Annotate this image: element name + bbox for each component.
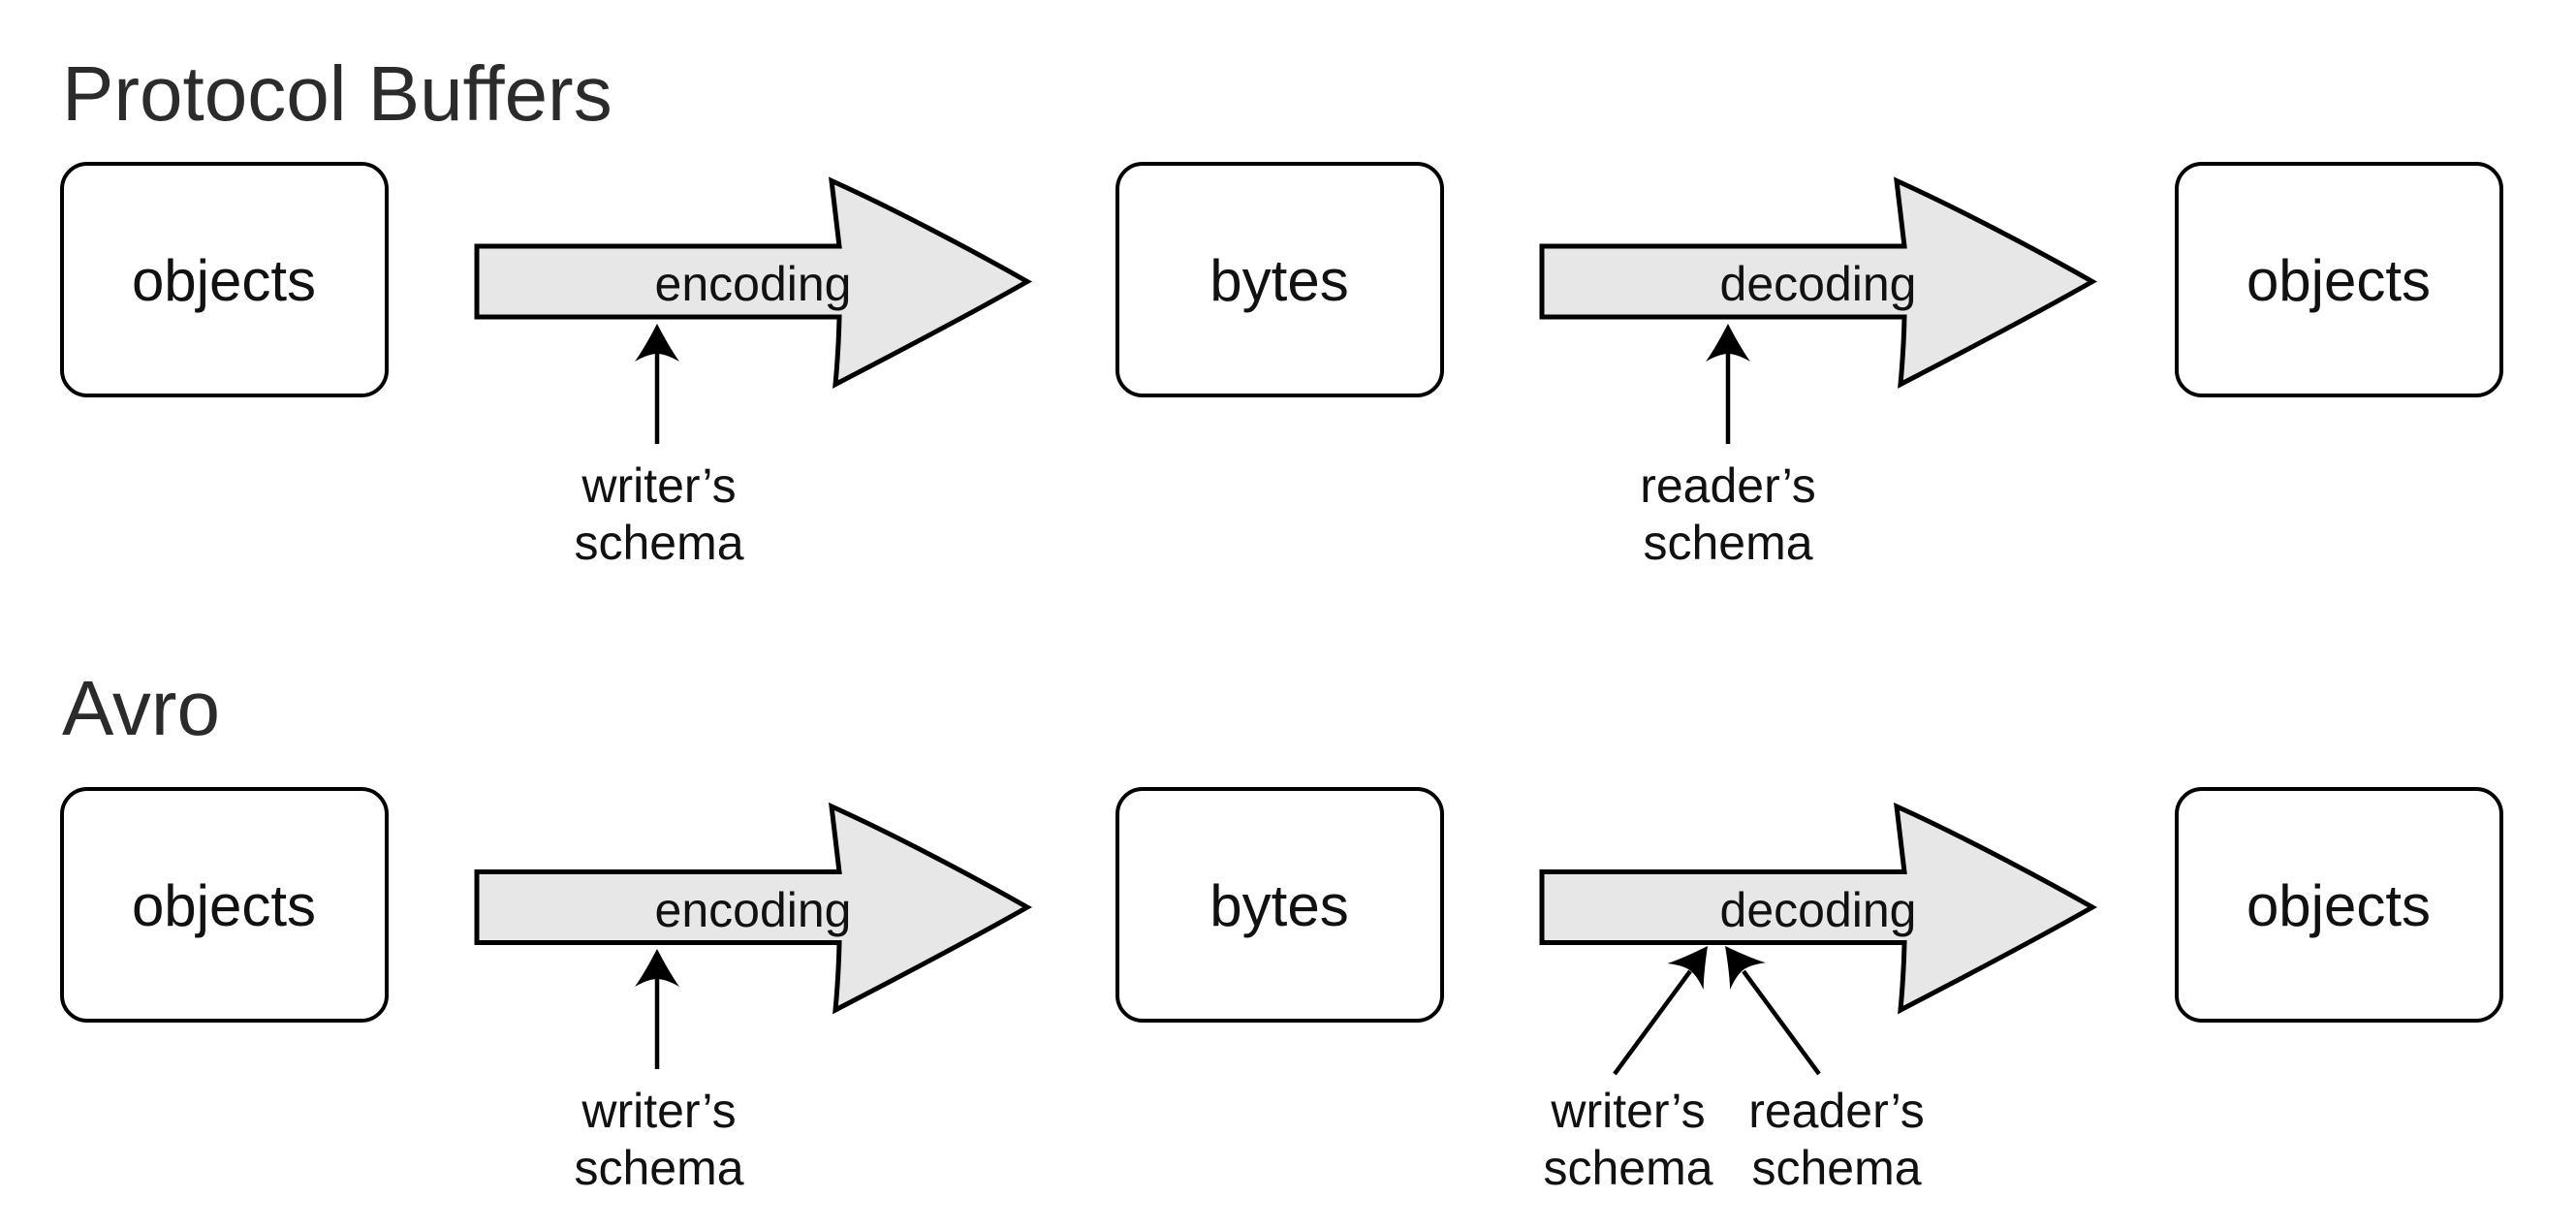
node-label: objects — [132, 873, 316, 938]
node-label: bytes — [1209, 248, 1348, 313]
node-label: objects — [2246, 248, 2431, 313]
node-label: bytes — [1209, 873, 1348, 938]
flow-arrow-encoding: encoding — [477, 806, 1027, 1010]
pointer-shaft — [1742, 969, 1821, 1076]
schema-label-line1: reader’s — [1748, 1084, 1925, 1138]
node-objects-result: objects — [2175, 787, 2503, 1023]
node-box — [60, 162, 389, 397]
schema-label-line2: schema — [1643, 516, 1812, 570]
node-label: objects — [2246, 873, 2431, 938]
node-box — [60, 787, 389, 1023]
schema-label-line1: writer’s — [581, 458, 736, 513]
schema-pointer-readers: reader’s schema — [1640, 324, 1816, 570]
flow-arrow-label: decoding — [1720, 883, 1917, 937]
flow-arrow-label: decoding — [1720, 257, 1917, 311]
schema-pointer-writers-encoding: writer’s schema — [574, 949, 744, 1195]
node-bytes: bytes — [1115, 162, 1444, 397]
section-protocol-buffers: Protocol Buffers objects encoding bytes … — [60, 50, 2503, 570]
schema-label-line2: schema — [574, 1141, 743, 1195]
section-avro: Avro objects encoding bytes decoding obj… — [60, 665, 2503, 1195]
section-title: Avro — [62, 665, 220, 751]
node-objects-source: objects — [60, 787, 389, 1023]
schema-label-line1: writer’s — [1550, 1084, 1705, 1138]
node-box — [1115, 162, 1444, 397]
schema-label-line2: schema — [1543, 1141, 1712, 1195]
flow-arrow-decoding: decoding — [1542, 806, 2092, 1010]
node-box — [2175, 787, 2503, 1023]
flow-arrow-decoding: decoding — [1542, 181, 2092, 385]
node-box — [1115, 787, 1444, 1023]
flow-arrow-label: encoding — [655, 883, 852, 937]
flow-arrow-encoding: encoding — [477, 181, 1027, 385]
node-objects-source: objects — [60, 162, 389, 397]
flow-arrow-label: encoding — [655, 257, 852, 311]
node-box — [2175, 162, 2503, 397]
schema-label-line2: schema — [1751, 1141, 1921, 1195]
node-objects-result: objects — [2175, 162, 2503, 397]
node-label: objects — [132, 248, 316, 313]
node-bytes: bytes — [1115, 787, 1444, 1023]
schema-label-line1: reader’s — [1640, 458, 1816, 513]
schema-label-line2: schema — [574, 516, 743, 570]
schema-pointer-writers: writer’s schema — [574, 324, 744, 570]
pointer-shaft — [1613, 969, 1692, 1076]
schema-pointer-readers-decoding: reader’s schema — [1707, 932, 1925, 1195]
section-title: Protocol Buffers — [62, 50, 613, 137]
schema-label-line1: writer’s — [581, 1084, 736, 1138]
schema-pointer-writers-decoding: writer’s schema — [1543, 932, 1726, 1195]
